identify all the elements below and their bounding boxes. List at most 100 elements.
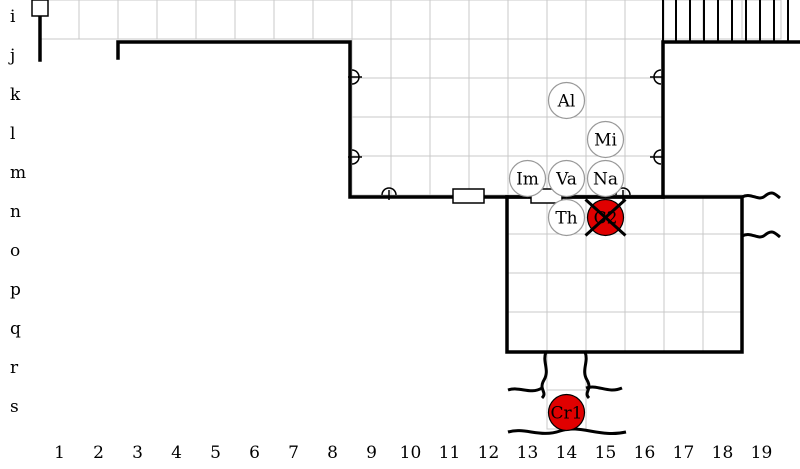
token-label: Va bbox=[555, 170, 577, 190]
column-label: 3 bbox=[132, 443, 143, 463]
grid-cell bbox=[351, 0, 392, 40]
grid-cell bbox=[663, 311, 704, 352]
wall-north-upper bbox=[116, 40, 800, 199]
token-al[interactable]: Al bbox=[547, 81, 586, 120]
column-label: 5 bbox=[210, 443, 221, 463]
token-th[interactable]: Th bbox=[547, 198, 586, 237]
grid-cell bbox=[546, 0, 587, 40]
grid-cell bbox=[624, 0, 665, 40]
rough-passages bbox=[507, 191, 781, 435]
grid-cell bbox=[546, 116, 587, 157]
column-label: 18 bbox=[712, 443, 734, 463]
grid-cell bbox=[585, 0, 626, 40]
grid-cell bbox=[546, 38, 587, 79]
grid-cell bbox=[468, 77, 509, 118]
grid-cell bbox=[624, 38, 665, 79]
column-label: 16 bbox=[634, 443, 656, 463]
column-label: 6 bbox=[249, 443, 260, 463]
column-label: 1 bbox=[54, 443, 65, 463]
grid-cell bbox=[117, 0, 158, 40]
column-label: 15 bbox=[595, 443, 617, 463]
grid-cell bbox=[195, 0, 236, 40]
grid-lines bbox=[39, 0, 782, 430]
row-label: l bbox=[10, 124, 15, 144]
grid-cell bbox=[351, 0, 392, 40]
row-label: r bbox=[10, 358, 19, 378]
grid-cell bbox=[702, 194, 743, 235]
grid-cell bbox=[468, 38, 509, 79]
grid-cell bbox=[351, 116, 392, 157]
grid-cell bbox=[156, 0, 197, 40]
grid-cell bbox=[507, 116, 548, 157]
grid-cell bbox=[234, 0, 275, 40]
token-circle bbox=[547, 81, 586, 120]
stairs bbox=[662, 0, 789, 42]
grid-cell bbox=[546, 233, 587, 274]
grid-cell bbox=[702, 272, 743, 313]
grid-cell bbox=[663, 194, 704, 235]
grid-cell bbox=[741, 0, 782, 40]
grid-cell bbox=[390, 116, 431, 157]
column-label: 8 bbox=[327, 443, 338, 463]
column-label: 7 bbox=[288, 443, 299, 463]
grid-cell bbox=[546, 0, 587, 40]
grid-cell bbox=[273, 0, 314, 40]
grid-cell bbox=[390, 155, 431, 196]
grid-cell bbox=[507, 38, 548, 79]
token-mi[interactable]: Mi bbox=[586, 120, 625, 159]
token-im[interactable]: Im bbox=[508, 159, 547, 198]
row-label: m bbox=[10, 163, 26, 183]
column-label: 19 bbox=[751, 443, 773, 463]
grid-cell bbox=[624, 233, 665, 274]
grid-cell bbox=[390, 0, 431, 40]
token-label: Im bbox=[516, 170, 539, 190]
column-label: 4 bbox=[171, 443, 182, 463]
grid-cell bbox=[507, 0, 548, 40]
grid-cell bbox=[546, 311, 587, 352]
row-label: s bbox=[10, 397, 19, 417]
grid-cell bbox=[624, 272, 665, 313]
column-label: 17 bbox=[673, 443, 695, 463]
token-va[interactable]: Va bbox=[547, 159, 586, 198]
grid-cell bbox=[546, 272, 587, 313]
grid-cell bbox=[429, 0, 470, 40]
grid-cell bbox=[585, 77, 626, 118]
wall-lower-room bbox=[505, 195, 744, 354]
column-label: 11 bbox=[439, 443, 461, 463]
token-label: Al bbox=[557, 92, 576, 112]
grid-cell bbox=[585, 233, 626, 274]
grid-cell bbox=[507, 311, 548, 352]
column-label: 2 bbox=[93, 443, 104, 463]
grid-cell bbox=[78, 0, 119, 40]
door-n11 bbox=[452, 188, 485, 204]
grid-cell bbox=[585, 0, 626, 40]
grid-cell bbox=[702, 233, 743, 274]
grid-cell bbox=[624, 311, 665, 352]
defeated-x-icon bbox=[584, 198, 627, 237]
token-na[interactable]: Na bbox=[586, 159, 625, 198]
grid-cell bbox=[468, 0, 509, 40]
grid-cell bbox=[663, 233, 704, 274]
token-circle bbox=[547, 159, 586, 198]
grid-cell bbox=[390, 77, 431, 118]
row-label: q bbox=[10, 319, 21, 339]
door-top-left bbox=[31, 0, 49, 17]
column-label: 13 bbox=[517, 443, 539, 463]
grid-cell bbox=[702, 0, 743, 40]
grid-cell bbox=[429, 116, 470, 157]
grid-cell bbox=[429, 38, 470, 79]
column-label: 10 bbox=[400, 443, 422, 463]
token-cr1[interactable]: Cr1 bbox=[547, 393, 586, 432]
grid-cell bbox=[507, 233, 548, 274]
token-circle bbox=[547, 198, 586, 237]
column-label: 14 bbox=[556, 443, 578, 463]
grid-cell bbox=[624, 155, 665, 196]
token-c2[interactable]: C2 bbox=[584, 198, 627, 237]
row-label: k bbox=[10, 85, 21, 105]
grid-cell bbox=[429, 77, 470, 118]
token-circle bbox=[586, 120, 625, 159]
